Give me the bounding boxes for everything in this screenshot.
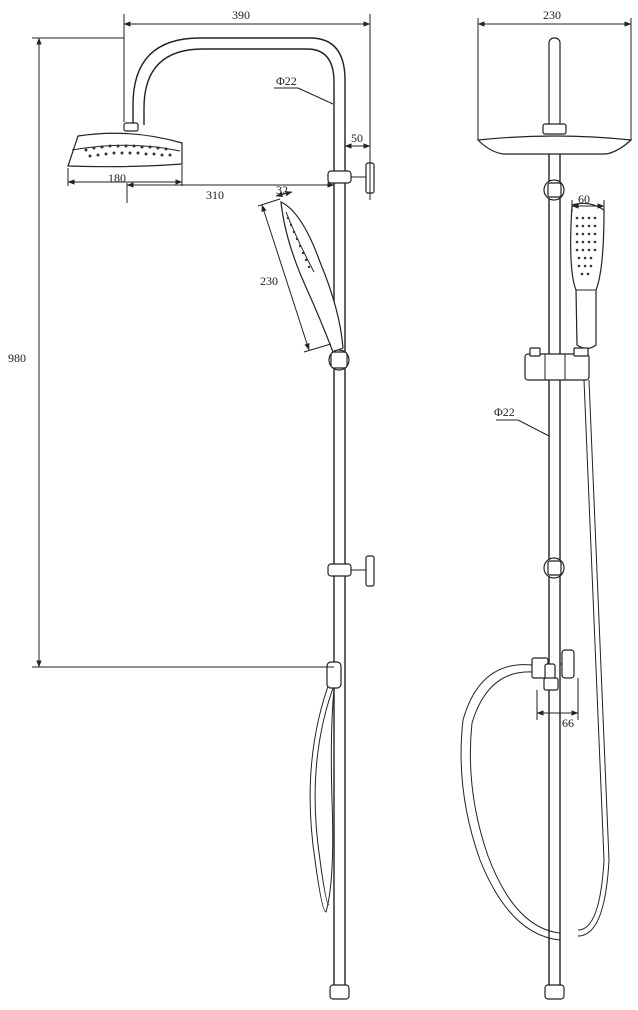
slide-holder-side (328, 349, 350, 371)
upper-wall-bracket (327, 162, 375, 194)
dim-phi22-right: Φ22 (494, 405, 515, 419)
overhead-arm (132, 37, 346, 170)
dim-230-head: 230 (543, 8, 561, 22)
hand-shower-hose-right (577, 379, 610, 937)
dim-32: 32 (276, 183, 288, 197)
dim-phi22-left: Φ22 (276, 74, 297, 88)
rain-head-front (476, 135, 633, 155)
dim-980: 980 (8, 351, 26, 365)
hose-loop (460, 664, 561, 941)
dim-50: 50 (351, 131, 363, 145)
shower-hose-side (309, 661, 342, 913)
lower-wall-bracket (327, 555, 375, 587)
riser-pipe (329, 170, 350, 1000)
diverter (531, 649, 575, 691)
front-view: 230 60 Φ22 66 (460, 8, 633, 1000)
front-arm (542, 37, 567, 135)
dim-66: 66 (562, 716, 574, 730)
side-view: 390 Φ22 50 180 310 32 230 980 (8, 8, 375, 1000)
slide-holder-front (524, 347, 590, 381)
dim-60: 60 (578, 192, 590, 206)
dimension-lines-left (32, 14, 371, 668)
rain-shower-head (67, 122, 183, 168)
dim-390: 390 (232, 8, 250, 22)
dimension-lines-right (477, 18, 632, 720)
hand-shower-front (570, 202, 605, 350)
dim-230-handset: 230 (260, 274, 278, 288)
front-brackets (543, 179, 565, 579)
dim-310: 310 (206, 188, 224, 202)
dim-180: 180 (108, 171, 126, 185)
